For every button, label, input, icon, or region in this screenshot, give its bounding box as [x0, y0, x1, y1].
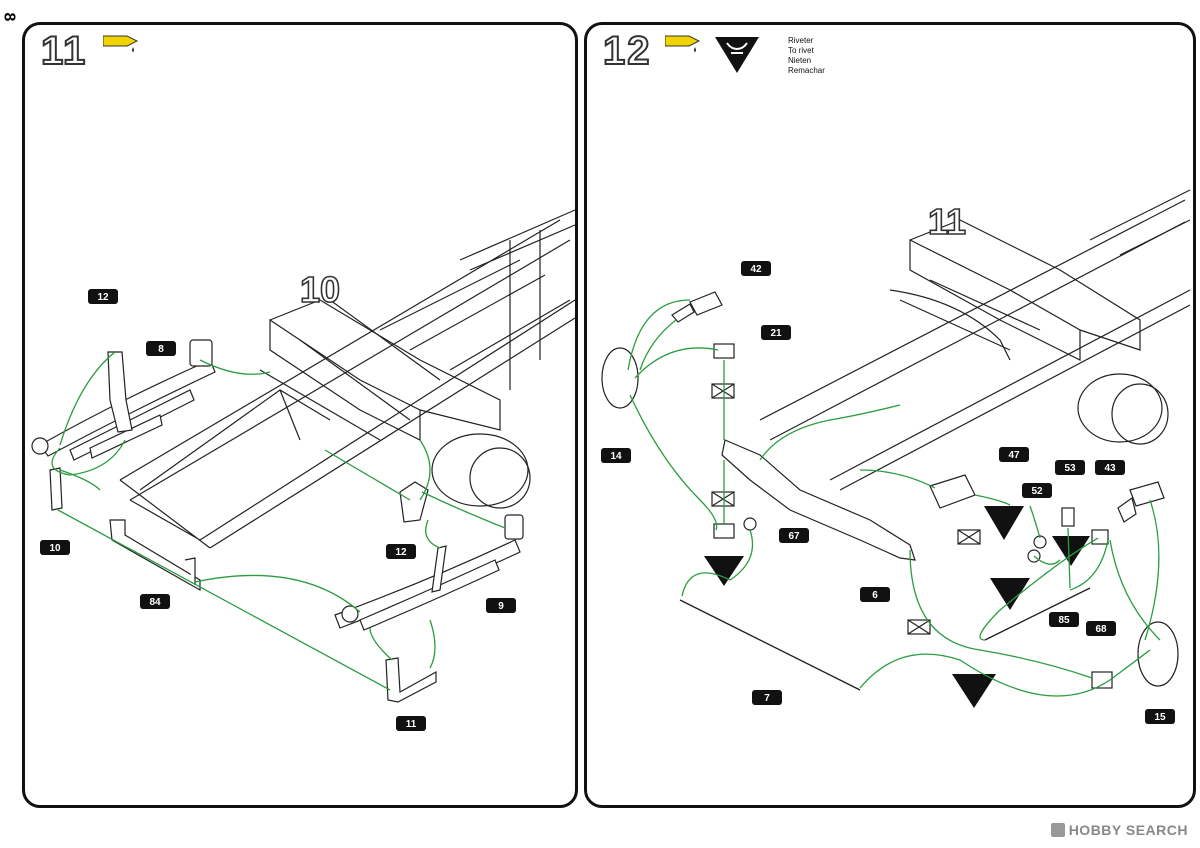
- bracket-11: [385, 657, 437, 703]
- legend-line: Riveter: [788, 36, 814, 45]
- part-tag-label: 53: [1064, 463, 1076, 474]
- rivet-icon: [704, 506, 1090, 708]
- glue-icon: [103, 35, 139, 52]
- part-43: [1117, 481, 1165, 523]
- glue-icon: [665, 35, 701, 52]
- watermark-logo-icon: [1050, 823, 1065, 837]
- brake-disc-14: [601, 347, 639, 409]
- legend-line: To rivet: [788, 46, 814, 55]
- step-12-panel: 12: [584, 22, 1196, 808]
- part-tag: 53: [1055, 460, 1085, 475]
- part-tag-label: 68: [1095, 624, 1107, 635]
- step-11-number: 11: [40, 28, 88, 74]
- part-tag: 85: [1049, 612, 1079, 627]
- part-47: [929, 474, 976, 509]
- rivet-icon: [715, 37, 759, 73]
- part-tag: 67: [779, 528, 809, 543]
- chassis-frame-12: [759, 189, 1191, 491]
- watermark: HOBBY SEARCH: [1050, 822, 1188, 838]
- part-tag: 47: [999, 447, 1029, 462]
- part-53: [1061, 507, 1109, 545]
- part-tag: 84: [140, 594, 170, 609]
- guide-lines-12: [627, 299, 1161, 697]
- part-tag-label: 10: [49, 543, 61, 554]
- part-tag-label: 7: [764, 693, 770, 704]
- part-tag-label: 12: [97, 292, 109, 303]
- front-axle-6: [721, 439, 916, 561]
- part-tag: 15: [1145, 709, 1175, 724]
- bracket-10: [49, 467, 63, 511]
- brake-disc-15: [1137, 621, 1179, 687]
- part-42: [671, 291, 723, 323]
- ref-step-label: 11: [928, 201, 966, 242]
- part-tag-label: 84: [149, 597, 161, 608]
- part-tag: 12: [88, 289, 118, 304]
- part-tag: 6: [860, 587, 890, 602]
- tie-rod-85: [984, 587, 1091, 641]
- part-tag: 14: [601, 448, 631, 463]
- part-tag: 7: [752, 690, 782, 705]
- no-glue-icon: [711, 383, 981, 635]
- legend-line: Nieten: [788, 56, 812, 65]
- step-12-number: 12: [602, 28, 652, 74]
- part-tag: 11: [396, 716, 426, 731]
- part-tag-label: 8: [158, 344, 164, 355]
- part-tag-label: 15: [1154, 712, 1166, 723]
- part-tag-label: 6: [872, 590, 878, 601]
- part-tag: 68: [1086, 621, 1116, 636]
- leaf-spring-9: [334, 514, 524, 631]
- part-tag-label: 52: [1031, 486, 1043, 497]
- part-tag: 10: [40, 540, 70, 555]
- watermark-text: HOBBY SEARCH: [1068, 822, 1188, 838]
- part-tag-label: 47: [1008, 450, 1020, 461]
- part-tag: 21: [761, 325, 791, 340]
- part-tag-label: 85: [1058, 615, 1070, 626]
- chassis-frame-11: [119, 209, 576, 549]
- part-tag-label: 67: [788, 531, 800, 542]
- bracket-12: [107, 351, 133, 433]
- part-21: [713, 343, 735, 359]
- part-tag: 8: [146, 341, 176, 356]
- part-tag: 9: [486, 598, 516, 613]
- part-tag-label: 11: [406, 719, 417, 730]
- bracket-12-right: [399, 481, 429, 523]
- part-tag: 43: [1095, 460, 1125, 475]
- part-tag-label: 42: [750, 264, 762, 275]
- part-68: [1091, 671, 1113, 689]
- part-tag: 42: [741, 261, 771, 276]
- legend-line: Remachar: [788, 66, 825, 75]
- drag-link-7: [679, 599, 861, 691]
- part-tag-label: 14: [610, 451, 622, 462]
- ref-step-label: 10: [300, 269, 340, 310]
- part-tag-label: 9: [498, 601, 504, 612]
- rivet-legend: Riveter To rivet Nieten Remachar: [788, 36, 825, 76]
- part-tag-label: 21: [770, 328, 782, 339]
- part-tag-label: 43: [1104, 463, 1116, 474]
- part-67: [713, 517, 757, 539]
- part-tag: 12: [386, 544, 416, 559]
- guide-lines-11: [51, 351, 506, 691]
- part-tag-label: 12: [395, 547, 407, 558]
- part-tag: 52: [1022, 483, 1052, 498]
